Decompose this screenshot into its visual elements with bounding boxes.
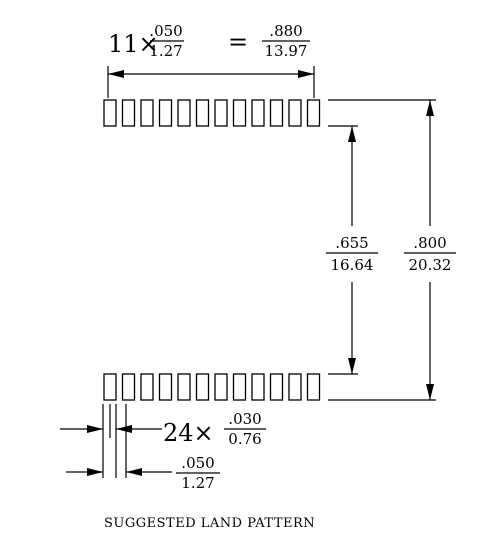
arrowhead-right <box>298 70 314 78</box>
pitch-inch: .050 <box>149 22 182 40</box>
land-pad <box>195 373 210 401</box>
pad-pitch-arrow-right <box>126 468 142 476</box>
land-pad <box>288 99 302 127</box>
pad-width-multiplier: 24× <box>163 419 214 447</box>
pitch-dimension: 11× .050 1.27 = .880 13.97 <box>108 22 310 60</box>
land-pad <box>158 99 173 127</box>
land-pad <box>269 373 284 401</box>
land-pad <box>232 99 247 127</box>
pad-pitch-mm: 1.27 <box>181 474 214 492</box>
land-pad <box>177 373 191 401</box>
land-pad <box>103 99 117 127</box>
land-pad <box>306 99 321 127</box>
land-pad <box>195 99 210 127</box>
pad-pitch-dimension: .050 1.27 <box>66 404 220 492</box>
pad-width-arrow-left <box>87 425 103 433</box>
inner-arrow-up <box>348 126 356 142</box>
land-pad <box>306 373 321 401</box>
outer-span-dimension: .800 20.32 <box>404 100 456 400</box>
inner-span-inch: .655 <box>335 234 368 252</box>
pad-width-inch: .030 <box>228 410 261 428</box>
land-pad <box>214 373 228 401</box>
arrowhead-left <box>108 70 124 78</box>
pitch-mm: 1.27 <box>149 42 182 60</box>
outer-span-inch: .800 <box>413 234 446 252</box>
inner-span-dimension: .655 16.64 <box>326 126 378 374</box>
outer-arrow-down <box>426 384 434 400</box>
pitch-dimension-line <box>107 66 315 98</box>
land-pad <box>214 99 228 127</box>
land-pad <box>288 373 302 401</box>
land-pad <box>251 99 265 127</box>
land-pad <box>121 373 136 401</box>
pad-pitch-arrow-left <box>87 468 103 476</box>
top-pad-row <box>103 99 321 127</box>
land-pad <box>269 99 284 127</box>
outer-span-mm: 20.32 <box>409 256 452 274</box>
pitch-total-inch: .880 <box>269 22 302 40</box>
pad-pitch-inch: .050 <box>181 454 214 472</box>
land-pad <box>177 99 191 127</box>
land-pad <box>158 373 173 401</box>
pad-width-mm: 0.76 <box>228 430 261 448</box>
pad-width-dimension: 24× .030 0.76 <box>60 404 266 478</box>
pad-width-arrow-right <box>116 425 132 433</box>
pitch-equals: = <box>228 28 248 56</box>
land-pad <box>140 99 154 127</box>
bottom-pad-row <box>103 373 321 401</box>
inner-span-mm: 16.64 <box>331 256 374 274</box>
caption: SUGGESTED LAND PATTERN <box>104 516 315 531</box>
pitch-total-mm: 13.97 <box>265 42 308 60</box>
right-extension-lines <box>328 99 436 401</box>
pitch-multiplier: 11× <box>108 30 159 58</box>
inner-arrow-down <box>348 358 356 374</box>
land-pad <box>251 373 265 401</box>
land-pad <box>121 99 136 127</box>
land-pad <box>140 373 154 401</box>
outer-arrow-up <box>426 100 434 116</box>
land-pad <box>232 373 247 401</box>
land-pad <box>103 373 117 401</box>
